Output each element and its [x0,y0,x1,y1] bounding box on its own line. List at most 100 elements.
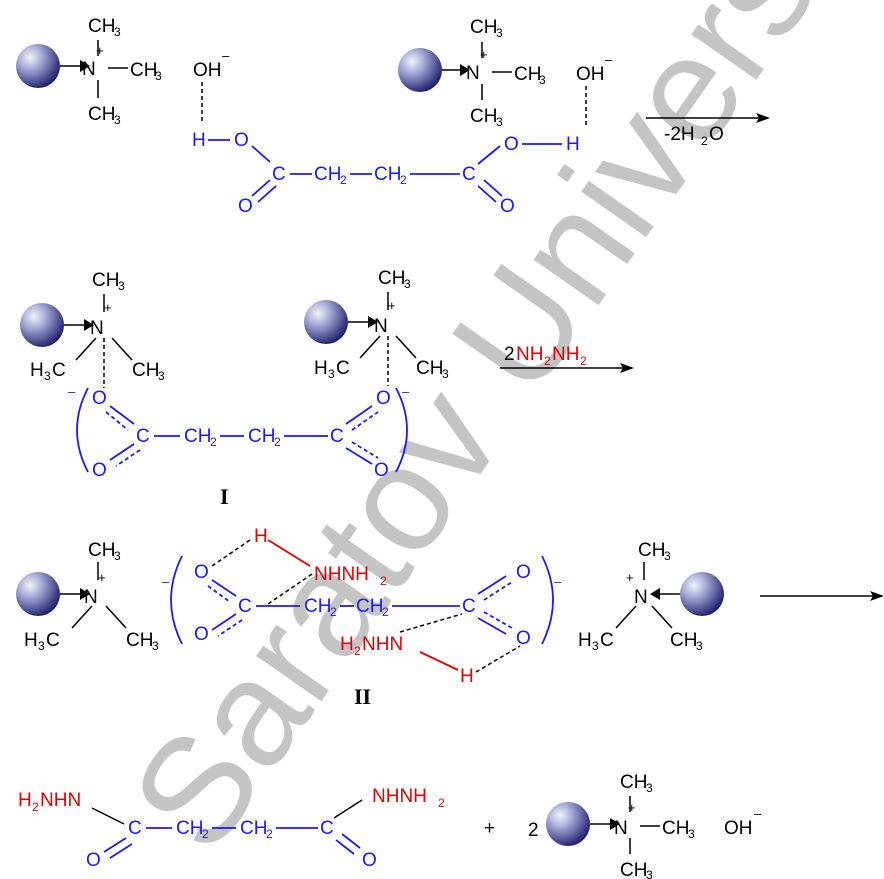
svg-text:NHN: NHN [362,634,403,655]
svg-text:C: C [46,630,60,651]
svg-text:–: – [222,48,230,63]
svg-text:C: C [330,426,344,447]
svg-text:O: O [374,460,389,481]
svg-text:+: + [628,800,636,815]
svg-text:CH: CH [314,164,341,185]
svg-text:3: 3 [152,639,159,653]
svg-text:2: 2 [580,354,587,368]
svg-text:C: C [136,426,150,447]
svg-text:2: 2 [274,435,281,449]
svg-text:N: N [90,318,104,339]
svg-text:2: 2 [528,820,539,841]
svg-text:2: 2 [438,796,445,810]
svg-text:–: – [162,574,170,589]
svg-text:O: O [362,850,377,871]
svg-text:N: N [84,587,98,608]
svg-text:C: C [238,596,252,617]
svg-text:3: 3 [496,115,503,129]
svg-text:2: 2 [266,827,273,841]
svg-text:3: 3 [539,73,546,87]
svg-text:2: 2 [701,134,708,148]
polymer-bead-icon [546,802,590,846]
polymer-bead-icon [680,572,724,616]
svg-text:C: C [336,358,350,379]
svg-text:CH: CH [88,540,115,561]
svg-text:CH: CH [130,60,157,81]
svg-text:–: – [605,52,613,67]
svg-text:CH: CH [514,64,541,85]
svg-text:O: O [504,134,519,155]
svg-text:+: + [98,570,106,585]
charge-plus: + [96,43,104,58]
svg-text:CH: CH [88,16,115,37]
compound-label-II: II [354,684,371,709]
svg-text:3: 3 [664,549,671,563]
svg-text:2: 2 [354,644,361,658]
svg-text:C: C [320,818,334,839]
hydrazine-reagent: NH [516,344,543,365]
svg-text:H: H [24,630,38,651]
svg-text:CH: CH [416,358,443,379]
svg-text:H: H [314,358,328,379]
svg-text:CH: CH [662,818,689,839]
svg-text:–: – [754,806,762,821]
svg-text:2: 2 [400,173,407,187]
svg-text:O: O [194,562,209,583]
svg-text:+: + [480,47,488,62]
svg-text:O: O [709,124,724,145]
svg-text:3: 3 [114,113,121,127]
arrow-1-label: -2H [664,124,695,145]
svg-text:N: N [466,63,480,84]
svg-text:–: – [554,574,562,589]
svg-text:O: O [500,196,515,217]
svg-text:CH: CH [378,268,405,289]
svg-text:O: O [92,388,107,409]
svg-text:C: C [128,818,142,839]
svg-text:2: 2 [380,574,387,588]
svg-text:O: O [516,562,531,583]
svg-text:O: O [516,628,531,649]
svg-text:CH: CH [470,106,497,127]
polymer-bead-icon [16,572,60,616]
svg-text:2: 2 [382,605,389,619]
svg-text:C: C [272,164,286,185]
svg-text:NHNH: NHNH [372,786,427,807]
svg-text:+: + [626,570,634,585]
svg-text:2: 2 [330,605,337,619]
svg-text:CH: CH [184,426,211,447]
svg-text:3: 3 [496,26,503,40]
svg-text:+: + [484,818,495,839]
svg-text:H: H [30,360,44,381]
svg-text:H: H [18,790,32,811]
svg-text:3: 3 [44,369,51,383]
svg-text:OH: OH [724,818,753,839]
svg-text:3: 3 [114,549,121,563]
svg-text:C: C [462,164,476,185]
svg-text:O: O [234,130,249,151]
svg-text:N: N [634,587,648,608]
svg-text:O: O [376,388,391,409]
hydrazine-top: NHNH [314,564,369,585]
polymer-bead-icon [398,48,442,92]
svg-text:CH: CH [88,104,115,125]
svg-text:3: 3 [38,639,45,653]
svg-text:CH: CH [92,270,119,291]
svg-text:3: 3 [118,279,125,293]
svg-text:3: 3 [646,781,653,795]
svg-text:CH: CH [670,630,697,651]
svg-text:CH: CH [240,818,267,839]
svg-text:CH: CH [470,17,497,38]
svg-text:N: N [374,316,388,337]
svg-text:N: N [614,818,628,839]
svg-text:O: O [92,460,107,481]
svg-text:O: O [86,850,101,871]
svg-text:3: 3 [688,827,695,841]
svg-text:+: + [104,300,112,315]
svg-text:2: 2 [340,173,347,187]
polymer-bead-icon [16,44,60,88]
svg-text:O: O [194,624,209,645]
hydrazine-bottom: H [340,634,354,655]
svg-text:2: 2 [32,800,39,814]
svg-text:CH: CH [304,596,331,617]
